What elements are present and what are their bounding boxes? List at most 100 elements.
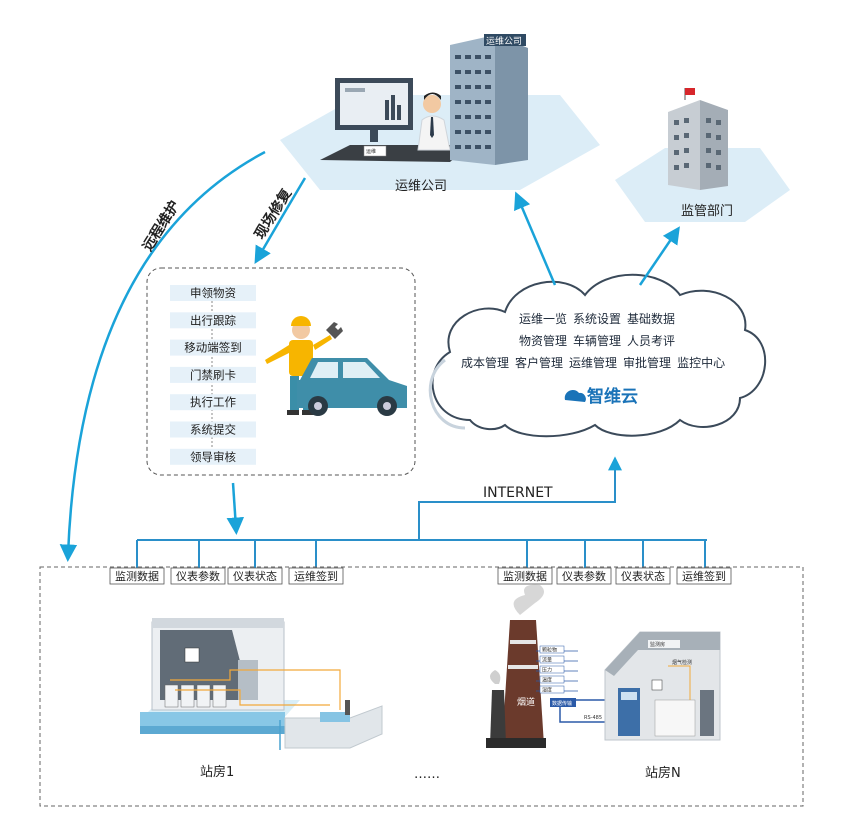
chimney-icon	[502, 620, 544, 745]
workflow-step-label: 领导审核	[190, 450, 236, 464]
chimney-param-label: 湿度	[542, 687, 552, 694]
workflow-step: 门禁刷卡	[170, 366, 256, 383]
cloud-module[interactable]: 物资管理	[519, 333, 567, 348]
protocol-label: RS-485	[584, 715, 602, 721]
chimney-param-label: 颗粒物	[542, 647, 557, 654]
cloud-module[interactable]: 运维管理	[569, 355, 617, 370]
data-tag: 仪表状态	[227, 567, 283, 585]
data-tag-label: 监测数据	[503, 569, 547, 583]
cloud-module[interactable]: 运维一览	[519, 311, 567, 326]
station-1-illustration	[140, 618, 383, 750]
cloud-module[interactable]: 客户管理	[515, 355, 563, 370]
workflow-step: 申领物资	[170, 285, 256, 301]
cloud-module[interactable]: 基础数据	[627, 311, 675, 326]
data-tag-label: 仪表状态	[233, 569, 277, 583]
company-label: 运维公司	[395, 179, 447, 194]
workflow-step-label: 执行工作	[190, 395, 236, 409]
workflow-step-label: 出行跟踪	[190, 313, 236, 327]
workflow-step: 执行工作	[170, 394, 256, 411]
car-icon	[297, 358, 407, 416]
chimney-param-label: 温度	[542, 677, 552, 684]
device-tag: 烟气检测	[672, 659, 692, 666]
workflow-step-bg	[170, 448, 256, 465]
workflow-step-bg	[170, 339, 256, 356]
workflow-step-label: 系统提交	[190, 423, 236, 437]
workflow-step-bg	[170, 366, 256, 383]
cloud-module[interactable]: 监控中心	[677, 355, 725, 370]
data-tag: 运维签到	[288, 567, 344, 585]
workflow-step-bg	[170, 285, 256, 301]
cloud-platform: 运维一览系统设置基础数据物资管理车辆管理人员考评成本管理客户管理运维管理审批管理…	[428, 273, 767, 438]
data-tag: 监测数据	[109, 567, 165, 585]
company-building-icon: 运维公司	[450, 34, 528, 165]
workflow-step: 出行跟踪	[170, 312, 256, 329]
data-tag-label: 仪表参数	[562, 569, 606, 583]
worker-person-icon	[423, 95, 441, 113]
cloud-row-row1: 运维一览系统设置基础数据	[519, 311, 675, 326]
cloud-to-company-arrow	[514, 191, 557, 286]
cloud-module[interactable]: 系统设置	[573, 312, 621, 326]
chimney-param-label: 压力	[542, 667, 552, 674]
data-tag-label: 仪表参数	[176, 569, 220, 583]
workflow-step: 系统提交	[170, 421, 256, 438]
cloud-shape	[431, 273, 767, 438]
station-ellipsis: ……	[414, 767, 440, 782]
cloud-logo-icon	[564, 389, 586, 402]
cloud-to-regulator-arrow	[638, 226, 680, 286]
data-tag: 仪表参数	[556, 567, 612, 585]
repair-worker-icon	[265, 316, 343, 415]
remote-maintenance-label: 远程维护	[139, 198, 183, 254]
desk-sign: 运维	[366, 148, 376, 155]
data-tag: 仪表参数	[170, 567, 226, 585]
signal-label: 数据传输	[552, 700, 572, 707]
station-1-label: 站房1	[200, 764, 234, 780]
stations-region	[39, 566, 804, 807]
chimney-param: 湿度	[536, 685, 578, 694]
chimney-param-label: 流量	[542, 657, 552, 664]
cloud-module[interactable]: 成本管理	[461, 355, 509, 370]
network-lines	[136, 466, 707, 568]
wrench-icon	[326, 322, 343, 339]
room-sign: 监测房	[650, 641, 665, 648]
company-group: 运维 运维公司 运维公司	[280, 34, 600, 194]
chimney-param: 压力	[536, 665, 578, 674]
workflow-step-label: 申领物资	[190, 286, 236, 300]
cloud-module[interactable]: 审批管理	[623, 355, 671, 370]
chimney-param: 温度	[536, 675, 578, 684]
cloud-module[interactable]: 车辆管理	[573, 333, 621, 348]
data-tag: 仪表状态	[615, 567, 671, 585]
chimney-param: 流量	[536, 655, 578, 664]
flag-icon	[685, 88, 695, 95]
data-tag: 运维签到	[676, 567, 732, 585]
internet-label: INTERNET	[483, 485, 553, 501]
workflow-step: 领导审核	[170, 448, 256, 465]
building-sign: 运维公司	[486, 35, 522, 47]
workflow-step-bg	[170, 312, 256, 329]
data-tag-label: 运维签到	[294, 569, 338, 583]
regulator-building-icon	[668, 88, 728, 190]
cloud-row-row3: 成本管理客户管理运维管理审批管理监控中心	[461, 355, 725, 370]
station-n-label: 站房N	[645, 765, 681, 781]
regulator-group: 监管部门	[615, 88, 790, 222]
data-tag-label: 监测数据	[115, 569, 159, 583]
workflow-step-bg	[170, 394, 256, 411]
data-tag: 监测数据	[497, 567, 553, 585]
workflow-down-arrow	[226, 482, 245, 535]
workflow-step-bg	[170, 421, 256, 438]
onsite-repair-arrow	[254, 177, 307, 265]
workflow-step-label: 门禁刷卡	[190, 368, 236, 382]
data-tag-label: 运维签到	[682, 569, 726, 583]
data-tag-label: 仪表状态	[621, 569, 665, 583]
regulator-label: 监管部门	[681, 204, 733, 219]
chimney-label: 烟道	[517, 696, 535, 708]
chimney-param: 颗粒物	[536, 645, 578, 654]
brand-name: 智维云	[587, 386, 638, 407]
remote-maintenance-arrow	[59, 150, 266, 562]
brand-logo: 智维云	[564, 386, 638, 407]
cloud-row-row2: 物资管理车辆管理人员考评	[519, 333, 675, 348]
workflow-step: 移动端签到	[170, 339, 256, 356]
cloud-module[interactable]: 人员考评	[627, 334, 675, 348]
